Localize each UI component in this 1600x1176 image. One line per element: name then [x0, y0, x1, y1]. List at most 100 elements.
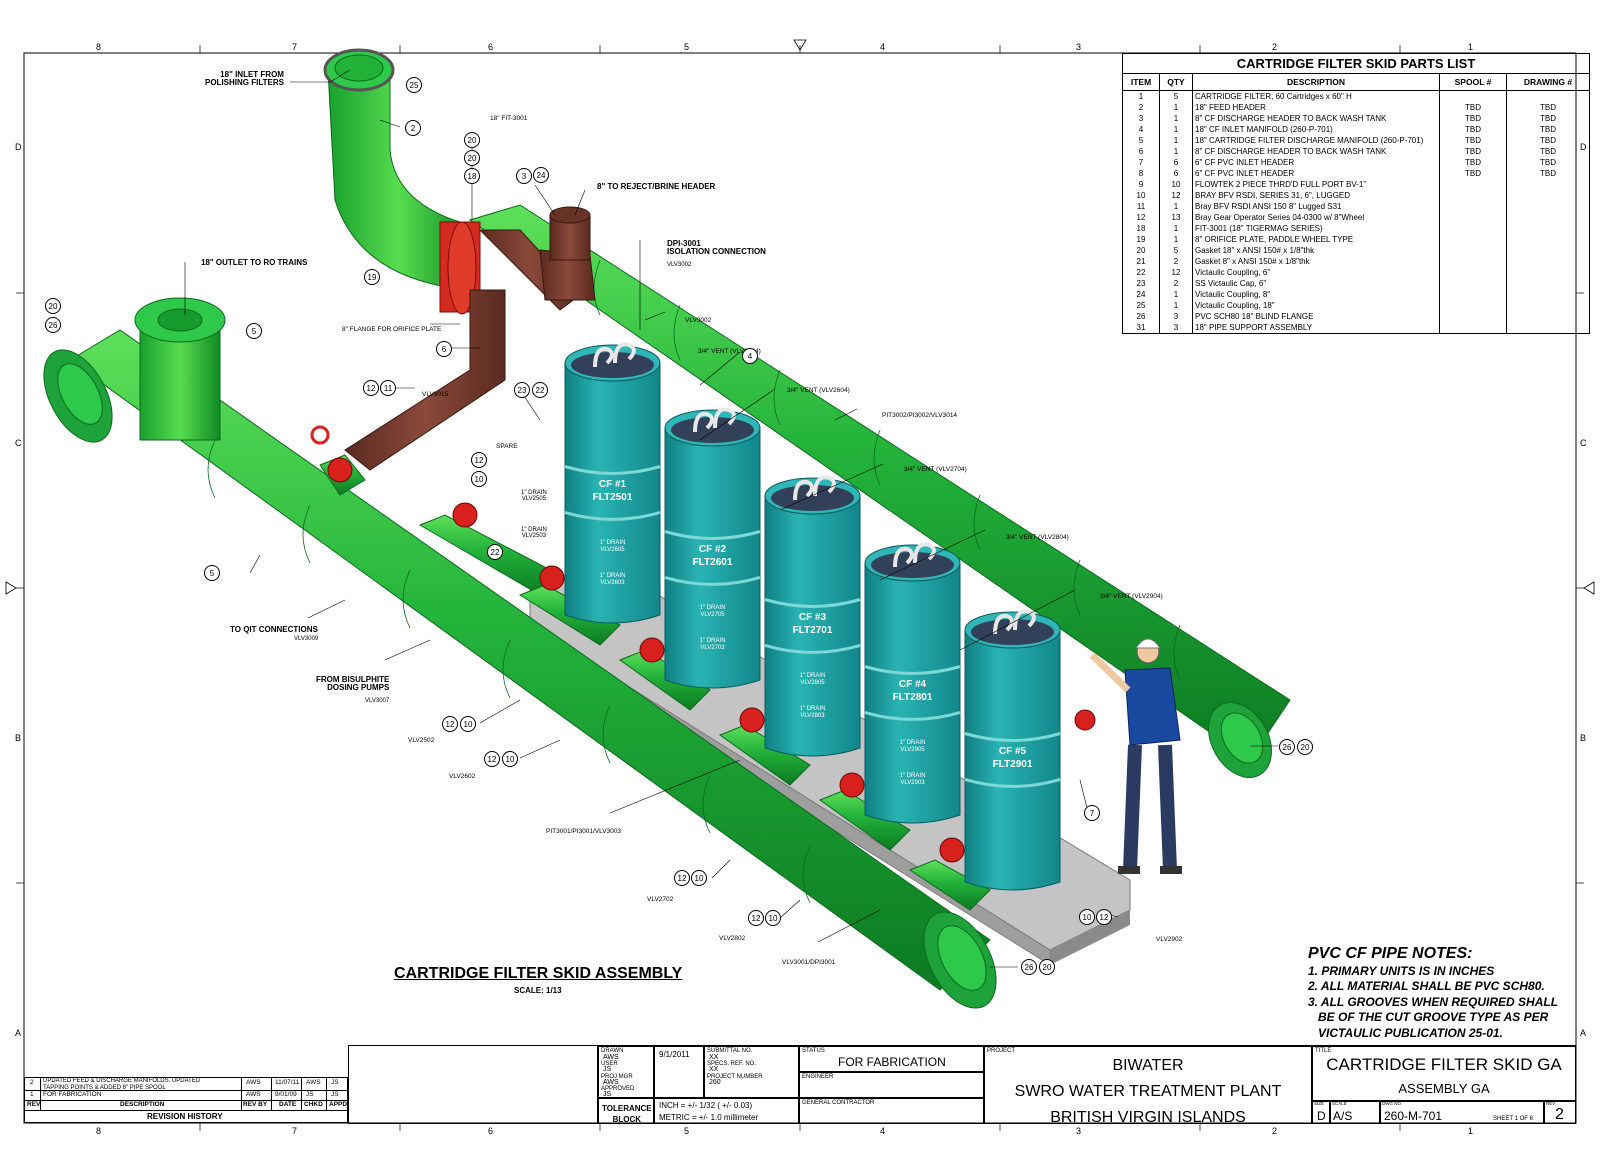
rev-by: AWS	[246, 1079, 261, 1086]
project-name: SWRO WATER TREATMENT PLANT	[1014, 1083, 1282, 1100]
tolerance-metric: METRIC = +/- 1.0 millimeter	[659, 1113, 759, 1122]
status-value: FOR FABRICATION	[838, 1055, 946, 1069]
parts-item: 11	[1122, 201, 1160, 212]
approved-value: JS	[603, 1091, 612, 1098]
note-line: BE OF THE CUT GROOVE TYPE AS PER	[1308, 1010, 1549, 1024]
parts-drawing: TBD	[1506, 102, 1590, 113]
item-balloon: 4	[742, 348, 758, 364]
date-cell: 9/1/2011	[654, 1046, 704, 1098]
zone-label: 5	[684, 1126, 690, 1136]
zone-label: 7	[292, 42, 298, 52]
filter-vessel	[964, 609, 1061, 891]
parts-drawing	[1506, 289, 1590, 300]
drawing-title: CARTRIDGE FILTER SKID GA	[1326, 1055, 1562, 1074]
parts-description: CARTRIDGE FILTER, 60 Cartridges x 60" H	[1192, 90, 1440, 102]
parts-description: Gasket 8" x ANSI 150# x 1/8"thk	[1192, 256, 1440, 267]
label-qit-sub: VLV3009	[294, 636, 319, 642]
zone-label: A	[1580, 1028, 1587, 1038]
parts-spool	[1439, 90, 1507, 102]
project-number-label: PROJECT NUMBER	[707, 1074, 763, 1080]
parts-drawing: TBD	[1506, 135, 1590, 146]
parts-description: 18" CARTRIDGE FILTER DISCHARGE MANIFOLD …	[1192, 135, 1440, 146]
filter-tag: FLT2801	[892, 692, 933, 703]
parts-drawing: TBD	[1506, 168, 1590, 179]
label-vent-2: 3/4" VENT (VLV2604)	[787, 387, 850, 394]
rev-description: FOR FABRICATION	[43, 1091, 102, 1098]
parts-description: 8" CF DISCHARGE HEADER TO BACK WASH TANK	[1192, 146, 1440, 157]
parts-description: Bray BFV RSDI ANSI 150 8" Lugged S31	[1192, 201, 1440, 212]
size-label: SIZE	[1314, 1101, 1325, 1106]
parts-item: 4	[1122, 124, 1160, 135]
item-balloon: 10	[1079, 909, 1095, 925]
drawn-value: AWS	[603, 1054, 619, 1061]
parts-item: 12	[1122, 212, 1160, 223]
item-balloon: 26	[45, 317, 61, 333]
zone-label: B	[1580, 733, 1587, 743]
item-balloon: 11	[380, 380, 396, 396]
parts-spool	[1439, 300, 1507, 311]
parts-description: 8" CF DISCHARGE HEADER TO BACK WASH TANK	[1192, 113, 1440, 124]
parts-qty: 6	[1159, 168, 1193, 179]
title-block: DRAWN AWS USER JS PROJ MGR AWS APPROVED …	[348, 1045, 1576, 1126]
zone-label: 2	[1272, 1126, 1278, 1136]
item-balloon: 25	[406, 77, 422, 93]
sheet-number: SHEET 1 OF 6	[1493, 1116, 1533, 1122]
parts-spool	[1439, 190, 1507, 201]
parts-description: 18" FEED HEADER	[1192, 102, 1440, 113]
parts-drawing: TBD	[1506, 113, 1590, 124]
contractor-label: GENERAL CONTRACTOR	[802, 1100, 875, 1106]
filter-vessel	[564, 342, 661, 624]
contractor-cell: GENERAL CONTRACTOR	[799, 1098, 984, 1124]
parts-item: 31	[1122, 322, 1160, 334]
parts-header-spool: SPOOL #	[1439, 73, 1507, 91]
label-drain-vlv2505: 1" DRAIN VLV2505	[521, 490, 547, 502]
parts-qty: 5	[1159, 245, 1193, 256]
title-cell: TITLE CARTRIDGE FILTER SKID GA ASSEMBLY …	[1312, 1046, 1576, 1101]
status-cell: STATUS FOR FABRICATION	[799, 1046, 984, 1072]
centering-mark-top	[793, 39, 807, 51]
title-label: TITLE	[1315, 1048, 1332, 1054]
filter-name: CF #1	[598, 479, 627, 490]
submittal-cell: SUBMITTAL NO. XX SPECS. REF. NO. XX PROJ…	[704, 1046, 799, 1098]
filter-vessel	[864, 542, 961, 824]
item-balloon: 10	[460, 716, 476, 732]
project-number-value: 260	[709, 1079, 721, 1086]
filter-name: CF #4	[898, 679, 927, 690]
parts-description: Bray Gear Operator Series 04-0300 w/ 8"W…	[1192, 212, 1440, 223]
item-balloon: 10	[471, 471, 487, 487]
zone-label: 1	[1468, 42, 1474, 52]
parts-spool: TBD	[1439, 146, 1507, 157]
item-balloon: 10	[691, 870, 707, 886]
parts-item: 3	[1122, 113, 1160, 124]
zone-label: D	[15, 142, 22, 152]
parts-description: 18" PIPE SUPPORT ASSEMBLY	[1192, 322, 1440, 334]
rev-cell: REV 2	[1544, 1101, 1576, 1124]
item-balloon: 12	[442, 716, 458, 732]
parts-item: 1	[1122, 90, 1160, 102]
note-line: 3. ALL GROOVES WHEN REQUIRED SHALL	[1308, 994, 1559, 1009]
filter-drain-label: 1" DRAIN VLV2803	[799, 706, 826, 719]
zone-label: 5	[684, 42, 690, 52]
dwg-cell: DWG NO 260-M-701 SHEET 1 OF 6	[1380, 1101, 1544, 1124]
parts-spool	[1439, 179, 1507, 190]
zone-label: 4	[880, 42, 886, 52]
rev-col-rev: REV	[27, 1101, 41, 1108]
zone-label: 3	[1076, 42, 1082, 52]
scale-cell: SCALE A/S	[1330, 1101, 1380, 1124]
label-vlv2602: VLV2602	[449, 773, 476, 780]
label-dpi: DPI-3001 ISOLATION CONNECTION	[667, 239, 766, 256]
filter-vessels	[564, 342, 1061, 891]
parts-header-drawing: DRAWING #	[1506, 73, 1590, 91]
item-balloon: 18	[464, 168, 480, 184]
